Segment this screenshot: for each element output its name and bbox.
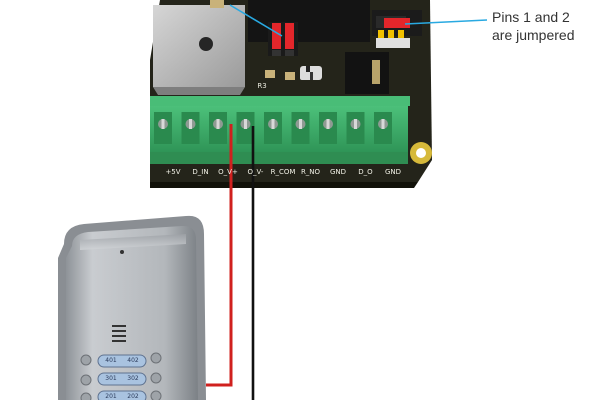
terminal-label: R_COM — [270, 168, 296, 176]
button-number: 401 — [105, 357, 117, 364]
silkscreen-strip — [150, 164, 416, 180]
speaker-grille-icon — [112, 325, 126, 342]
callout-line — [229, 4, 283, 37]
call-button-icon — [80, 354, 92, 366]
terminal-pin — [189, 119, 192, 129]
jumper-cap — [285, 23, 294, 49]
callout-line-2: are jumpered — [492, 27, 575, 43]
smd-part — [285, 72, 295, 80]
callout-line — [404, 19, 488, 25]
terminal-pin — [244, 119, 247, 129]
button-number: 301 — [105, 375, 117, 382]
terminal-label: GND — [384, 168, 402, 176]
diode — [300, 72, 316, 80]
call-button-icon — [150, 352, 162, 364]
name-plate-button — [97, 354, 147, 368]
terminal-block — [150, 96, 410, 164]
terminal-label: R_NO — [300, 168, 321, 176]
intercom-panel — [58, 215, 206, 400]
terminal-pin — [381, 119, 385, 129]
terminal-pin — [299, 119, 302, 129]
call-button-icon — [80, 374, 92, 386]
call-button-icon — [150, 372, 162, 384]
ic-chip — [345, 52, 389, 94]
call-button-icon — [150, 390, 162, 400]
camera-icon — [120, 250, 124, 254]
smd-part — [210, 0, 224, 8]
jumper-cap — [384, 18, 410, 28]
name-plate-button — [97, 390, 147, 400]
pcb-edge — [150, 182, 418, 188]
jumper-cap — [272, 23, 281, 49]
r3-label: R3 — [257, 82, 267, 90]
terminal-label: GND — [329, 168, 347, 176]
red-wire — [206, 124, 233, 387]
terminal-pin — [216, 119, 220, 129]
button-number: 302 — [127, 375, 139, 382]
button-number: 402 — [127, 357, 139, 364]
terminal-screws — [154, 112, 392, 144]
smd-part — [265, 70, 275, 78]
terminal-pin — [326, 119, 330, 129]
terminal-label: D_O — [358, 168, 373, 176]
smd-part — [372, 60, 380, 84]
terminal-label: D_IN — [192, 168, 209, 176]
callout-line-1: Pins 1 and 2 — [492, 9, 570, 25]
relay — [248, 0, 370, 42]
bridge-rectifier — [153, 5, 245, 95]
mounting-hole-icon — [199, 37, 213, 51]
button-number: 202 — [127, 393, 139, 400]
callout-text: Pins 1 and 2 are jumpered — [492, 8, 596, 44]
terminal-pin — [271, 119, 275, 129]
terminal-pin — [161, 119, 165, 129]
terminal-label: +5V — [165, 168, 181, 176]
relay-board — [150, 0, 488, 188]
name-plate-button — [97, 372, 147, 386]
terminal-label: O_V- — [247, 168, 264, 176]
call-button-icon — [80, 392, 92, 400]
jumper-header — [268, 22, 298, 56]
terminal-label: O_V+ — [218, 168, 238, 176]
terminal-pin — [354, 119, 357, 129]
button-number: 201 — [105, 393, 117, 400]
